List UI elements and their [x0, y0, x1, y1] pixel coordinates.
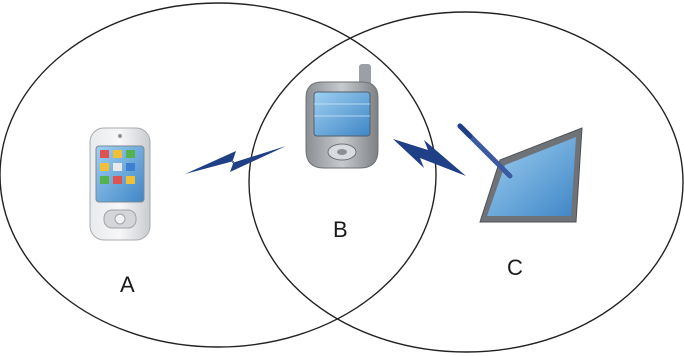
tablet-stylus-icon: [457, 123, 583, 223]
node-label-b: B: [333, 217, 348, 242]
pda-phone-icon: [89, 127, 151, 241]
coverage-circle-left: [0, 2, 437, 348]
wireless-link-icon: [185, 146, 286, 174]
node-label-c: C: [507, 255, 523, 280]
wireless-link-icon: [393, 139, 466, 176]
smartphone-icon: [305, 64, 379, 169]
coverage-circle-right: [248, 11, 684, 353]
node-label-a: A: [120, 272, 135, 297]
